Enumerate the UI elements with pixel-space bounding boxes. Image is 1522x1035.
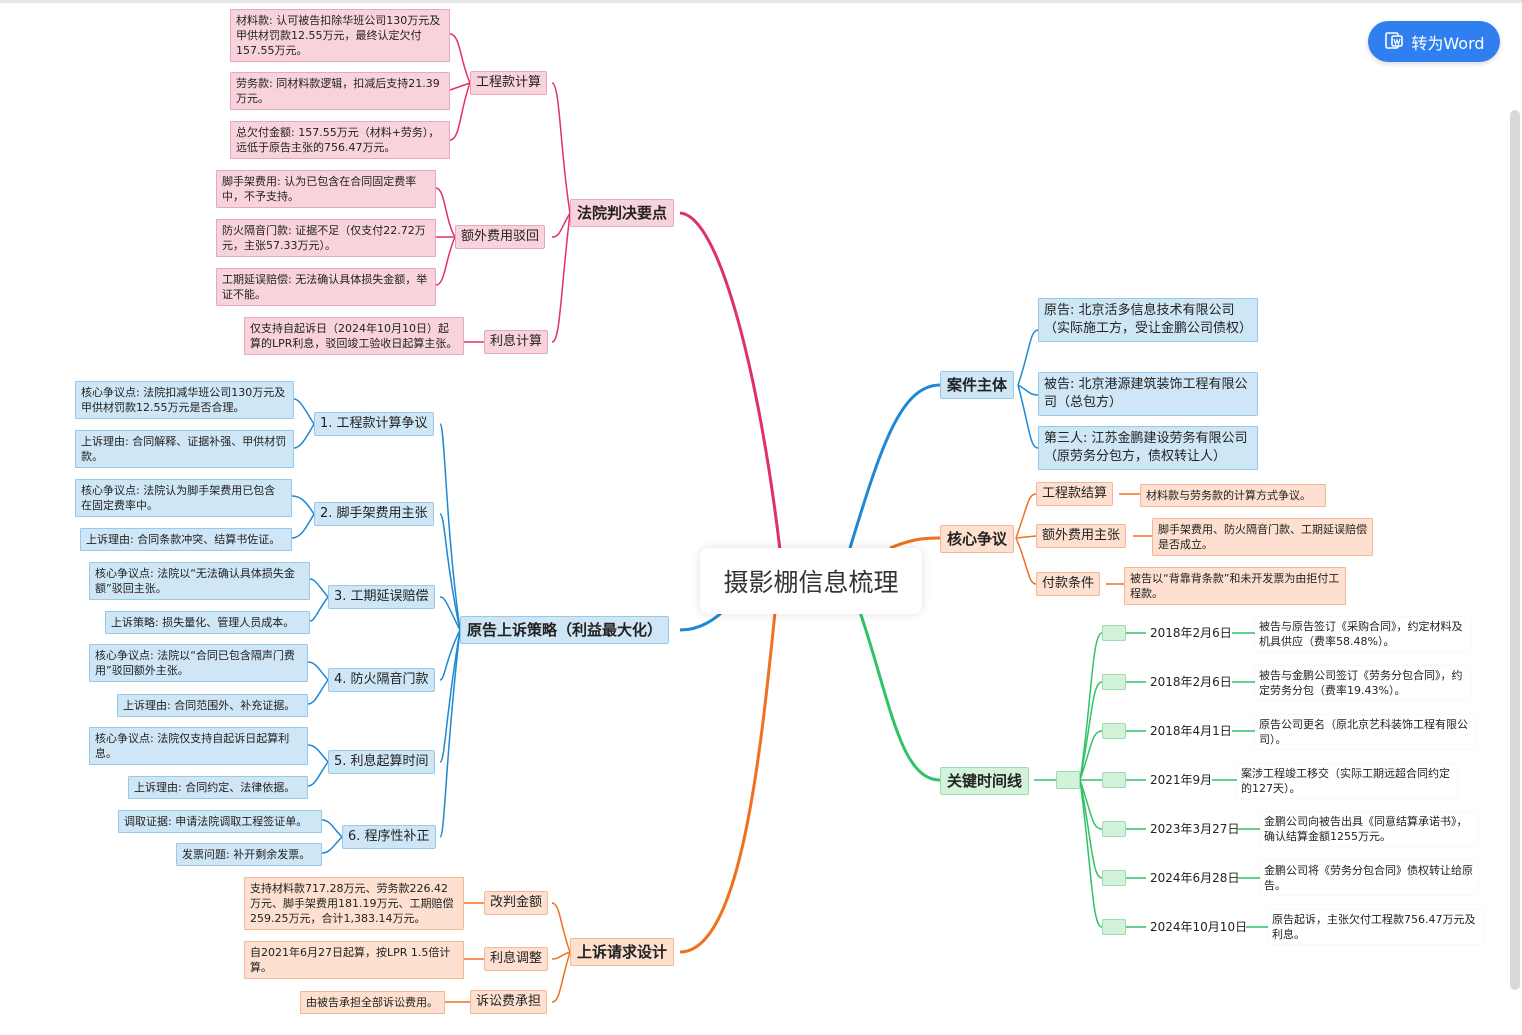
branch-appeal-line bbox=[679, 611, 777, 954]
leaf-strategy-3-plan[interactable]: 上诉策略: 损失量化、管理人员成本。 bbox=[105, 611, 310, 634]
leaf-extra-claims[interactable]: 脚手架费用、防火隔音门款、工期延误赔偿是否成立。 bbox=[1152, 518, 1373, 556]
subtopic-appeal-amount[interactable]: 改判金额 bbox=[484, 891, 549, 915]
timeline-event: 案涉工程竣工移交（实际工期远超合同约定的127天）。 bbox=[1237, 764, 1457, 798]
timeline-date: 2021年9月 bbox=[1150, 773, 1213, 787]
leaf-strategy-6-evidence[interactable]: 调取证据: 申请法院调取工程签证单。 bbox=[118, 810, 322, 833]
leaf-payment-terms[interactable]: 被告以“背靠背条款”和未开发票为由拒付工程款。 bbox=[1124, 567, 1346, 605]
timeline-node bbox=[1102, 919, 1126, 935]
party-third[interactable]: 第三人: 江苏金鹏建设劳务有限公司（原劳务分包方，债权转让人） bbox=[1038, 426, 1258, 470]
timeline-hub bbox=[1056, 771, 1080, 789]
timeline-event: 被告与原告签订《采购合同》，约定材料及机具供应（费率58.48%）。 bbox=[1255, 617, 1471, 651]
subtopic-strategy-1[interactable]: 1. 工程款计算争议 bbox=[314, 412, 434, 436]
timeline-event: 原告起诉，主张欠付工程款756.47万元及利息。 bbox=[1268, 910, 1484, 944]
leaf-extra-firedoor[interactable]: 防火隔音门款: 证据不足（仅支付22.72万元，主张57.33万元）。 bbox=[216, 219, 436, 257]
topic-timeline[interactable]: 关键时间线 bbox=[940, 767, 1030, 795]
timeline-date: 2018年2月6日 bbox=[1150, 626, 1232, 640]
leaf-strategy-2-reason[interactable]: 上诉理由: 合同条款冲突、结算书佐证。 bbox=[80, 528, 292, 551]
central-topic[interactable]: 摄影棚信息梳理 bbox=[700, 548, 922, 614]
timeline-node bbox=[1102, 772, 1126, 788]
subtopic-calc[interactable]: 工程款计算 bbox=[470, 71, 548, 95]
timeline-event: 金鹏公司向被告出具《同意结算承诺书》，确认结算金额1255万元。 bbox=[1260, 812, 1478, 846]
leaf-strategy-6-invoice[interactable]: 发票问题: 补开剩余发票。 bbox=[176, 843, 322, 866]
topic-core-dispute[interactable]: 核心争议 bbox=[940, 525, 1015, 553]
timeline-event: 原告公司更名（原北京艺科装饰工程有限公司）。 bbox=[1255, 715, 1475, 749]
leaf-litigation-fee[interactable]: 由被告承担全部诉讼费用。 bbox=[300, 991, 445, 1014]
branch-timeline-line bbox=[858, 611, 941, 782]
timeline-node bbox=[1102, 870, 1126, 886]
subtopic-settlement[interactable]: 工程款结算 bbox=[1036, 482, 1114, 506]
subtopic-payment-terms[interactable]: 付款条件 bbox=[1036, 572, 1101, 596]
timeline-event: 金鹏公司将《劳务分包合同》债权转让给原告。 bbox=[1260, 861, 1478, 895]
timeline-date: 2024年6月28日 bbox=[1150, 871, 1240, 885]
subtopic-interest[interactable]: 利息计算 bbox=[484, 330, 549, 354]
leaf-strategy-4-core[interactable]: 核心争议点: 法院以“合同已包含隔声门费用”驳回额外主张。 bbox=[89, 644, 308, 682]
timeline-date: 2018年4月1日 bbox=[1150, 724, 1232, 738]
timeline-node bbox=[1102, 821, 1126, 837]
timeline-date: 2024年10月10日 bbox=[1150, 920, 1248, 934]
leaf-strategy-1-reason[interactable]: 上诉理由: 合同解释、证据补强、甲供材罚款。 bbox=[75, 430, 294, 468]
subtopic-strategy-4[interactable]: 4. 防火隔音门款 bbox=[328, 668, 435, 692]
timeline-date: 2023年3月27日 bbox=[1150, 822, 1240, 836]
timeline-date: 2018年2月6日 bbox=[1150, 675, 1232, 689]
leaf-strategy-4-reason[interactable]: 上诉理由: 合同范围外、补充证据。 bbox=[117, 694, 308, 717]
leaf-strategy-1-core[interactable]: 核心争议点: 法院扣减华班公司130万元及甲供材罚款12.55万元是否合理。 bbox=[75, 381, 294, 419]
subtopic-interest-adjust[interactable]: 利息调整 bbox=[484, 947, 549, 971]
topic-appeal-request[interactable]: 上诉请求设计 bbox=[570, 938, 675, 966]
leaf-strategy-5-reason[interactable]: 上诉理由: 合同约定、法律依据。 bbox=[128, 776, 308, 799]
document-convert-icon bbox=[1383, 29, 1405, 55]
subtopic-strategy-3[interactable]: 3. 工期延误赔偿 bbox=[328, 585, 435, 609]
party-defendant[interactable]: 被告: 北京港源建筑装饰工程有限公司（总包方） bbox=[1038, 372, 1258, 416]
leaf-extra-delay[interactable]: 工期延误赔偿: 无法确认具体损失金额，举证不能。 bbox=[216, 268, 436, 306]
leaf-appeal-amount[interactable]: 支持材料款717.28万元、劳务款226.42万元、脚手架费用181.19万元、… bbox=[244, 877, 464, 930]
convert-to-word-button[interactable]: 转为Word bbox=[1368, 21, 1500, 62]
topic-case-parties[interactable]: 案件主体 bbox=[940, 371, 1015, 399]
leaf-strategy-2-core[interactable]: 核心争议点: 法院认为脚手架费用已包含在固定费率中。 bbox=[75, 479, 292, 517]
timeline-node bbox=[1102, 625, 1126, 641]
leaf-settlement[interactable]: 材料款与劳务款的计算方式争议。 bbox=[1140, 484, 1326, 507]
leaf-interest-adjust[interactable]: 自2021年6月27日起算，按LPR 1.5倍计算。 bbox=[244, 941, 464, 979]
branch-dispute-line bbox=[889, 536, 941, 550]
branch-parties-line bbox=[848, 383, 941, 549]
leaf-extra-scaffold[interactable]: 脚手架费用: 认为已包含在合同固定费率中，不予支持。 bbox=[216, 170, 436, 208]
subtopic-strategy-2[interactable]: 2. 脚手架费用主张 bbox=[314, 502, 434, 526]
timeline-event: 被告与金鹏公司签订《劳务分包合同》，约定劳务分包（费率19.43%）。 bbox=[1255, 666, 1471, 700]
subtopic-litigation-fee[interactable]: 诉讼费承担 bbox=[470, 990, 548, 1014]
subtopic-strategy-6[interactable]: 6. 程序性补正 bbox=[342, 825, 436, 849]
leaf-strategy-3-core[interactable]: 核心争议点: 法院以“无法确认具体损失金额”驳回主张。 bbox=[89, 562, 310, 600]
leaf-calc-material[interactable]: 材料款: 认可被告扣除华班公司130万元及甲供材罚款12.55万元，最终认定欠付… bbox=[230, 9, 450, 62]
convert-to-word-label: 转为Word bbox=[1411, 33, 1485, 53]
leaf-calc-labor[interactable]: 劳务款: 同材料款逻辑，扣减后支持21.39万元。 bbox=[230, 72, 450, 110]
subtopic-strategy-5[interactable]: 5. 利息起算时间 bbox=[328, 750, 435, 774]
leaf-calc-total[interactable]: 总欠付金额: 157.55万元（材料+劳务），远低于原告主张的756.47万元。 bbox=[230, 121, 450, 159]
topic-court-judgment[interactable]: 法院判决要点 bbox=[570, 199, 675, 227]
leaf-interest[interactable]: 仅支持自起诉日（2024年10月10日）起算的LPR利息，驳回竣工验收日起算主张… bbox=[244, 317, 464, 355]
timeline-node bbox=[1102, 674, 1126, 690]
party-plaintiff[interactable]: 原告: 北京活多信息技术有限公司（实际施工方，受让金鹏公司债权） bbox=[1038, 298, 1258, 342]
subtopic-extra-rejected[interactable]: 额外费用驳回 bbox=[455, 225, 546, 249]
vertical-scrollbar[interactable] bbox=[1510, 110, 1520, 990]
subtopic-extra-claims[interactable]: 额外费用主张 bbox=[1036, 524, 1127, 548]
leaf-strategy-5-core[interactable]: 核心争议点: 法院仅支持自起诉日起算利息。 bbox=[89, 727, 308, 765]
branch-court-line bbox=[679, 211, 782, 551]
central-topic-title: 摄影棚信息梳理 bbox=[723, 568, 899, 597]
window-top-edge bbox=[0, 0, 1522, 3]
timeline-node bbox=[1102, 723, 1126, 739]
topic-appeal-strategy[interactable]: 原告上诉策略（利益最大化） bbox=[460, 616, 670, 644]
